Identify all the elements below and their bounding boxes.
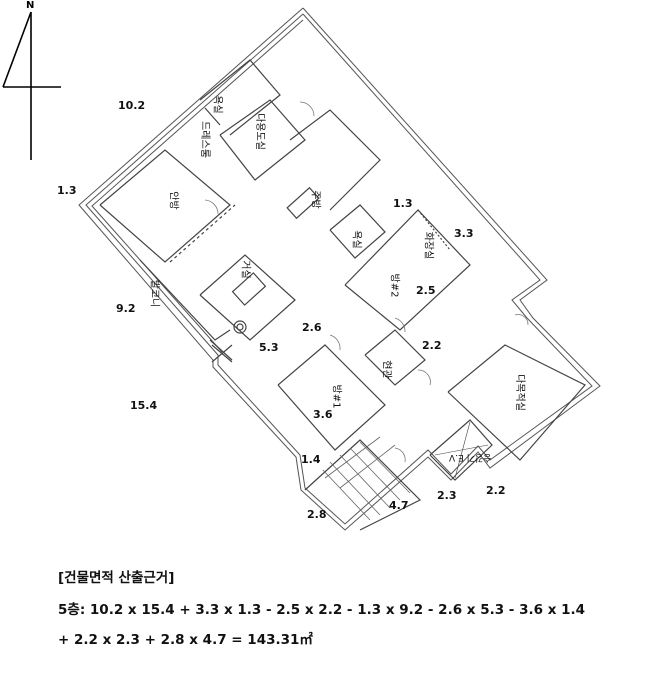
dimension-2-8: 2.8 <box>307 508 327 521</box>
dimension-15-4: 15.4 <box>130 399 158 412</box>
room-label-dressroom: 드레스룸 <box>198 121 210 158</box>
room-label-utility: 다용도실 <box>253 113 265 150</box>
dimension-9-2: 9.2 <box>116 302 136 315</box>
room-label-entrance: 현관 <box>380 360 392 379</box>
dimension-4-7: 4.7 <box>389 499 409 512</box>
dimension-2-3: 2.3 <box>437 489 457 502</box>
interior-walls <box>99 59 586 531</box>
dimension-1-4: 1.4 <box>301 453 321 466</box>
dimension-2-2-lower: 2.2 <box>486 484 506 497</box>
room-label-balcony: 발코니 <box>148 279 160 308</box>
north-label: N <box>26 0 35 11</box>
calculation-line-1: 5층: 10.2 x 15.4 + 3.3 x 1.3 - 2.5 x 2.2 … <box>58 602 586 618</box>
dimension-2-2-upper: 2.2 <box>422 339 442 352</box>
room-label-multipurpose: 다목적실 <box>513 374 525 411</box>
dimension-5-3: 5.3 <box>259 341 279 354</box>
room-label-living: 거실 <box>239 260 251 279</box>
room-label-powder-room: 화장실 <box>422 231 434 260</box>
dimension-1-3-right: 1.3 <box>393 197 413 210</box>
dimension-3-6: 3.6 <box>313 408 333 421</box>
room-label-elevator: 승강기 E.V <box>449 452 492 462</box>
dimension-1-3-left: 1.3 <box>57 184 77 197</box>
calculation-line-2: + 2.2 x 2.3 + 2.8 x 4.7 = 143.31㎡ <box>58 632 313 648</box>
north-arrow-icon <box>2 11 61 160</box>
dimension-3-3: 3.3 <box>454 227 474 240</box>
room-label-bath2: 욕실 <box>350 230 362 249</box>
outer-walls <box>78 7 601 531</box>
dimension-10-2: 10.2 <box>118 99 146 112</box>
dimension-2-6: 2.6 <box>302 321 322 334</box>
room-label-bath1: 욕실 <box>211 95 223 114</box>
room-label-kitchen: 주방 <box>309 190 321 209</box>
floor-plan <box>2 7 601 531</box>
room-label-room2: 방#2 <box>388 273 400 298</box>
dimension-2-5: 2.5 <box>416 284 436 297</box>
calculation-title: [건물면적 산출근거] <box>58 570 175 586</box>
room-label-anbang: 안방 <box>167 191 179 210</box>
door-swings <box>204 101 529 463</box>
room-label-room1: 방#1 <box>330 384 342 409</box>
